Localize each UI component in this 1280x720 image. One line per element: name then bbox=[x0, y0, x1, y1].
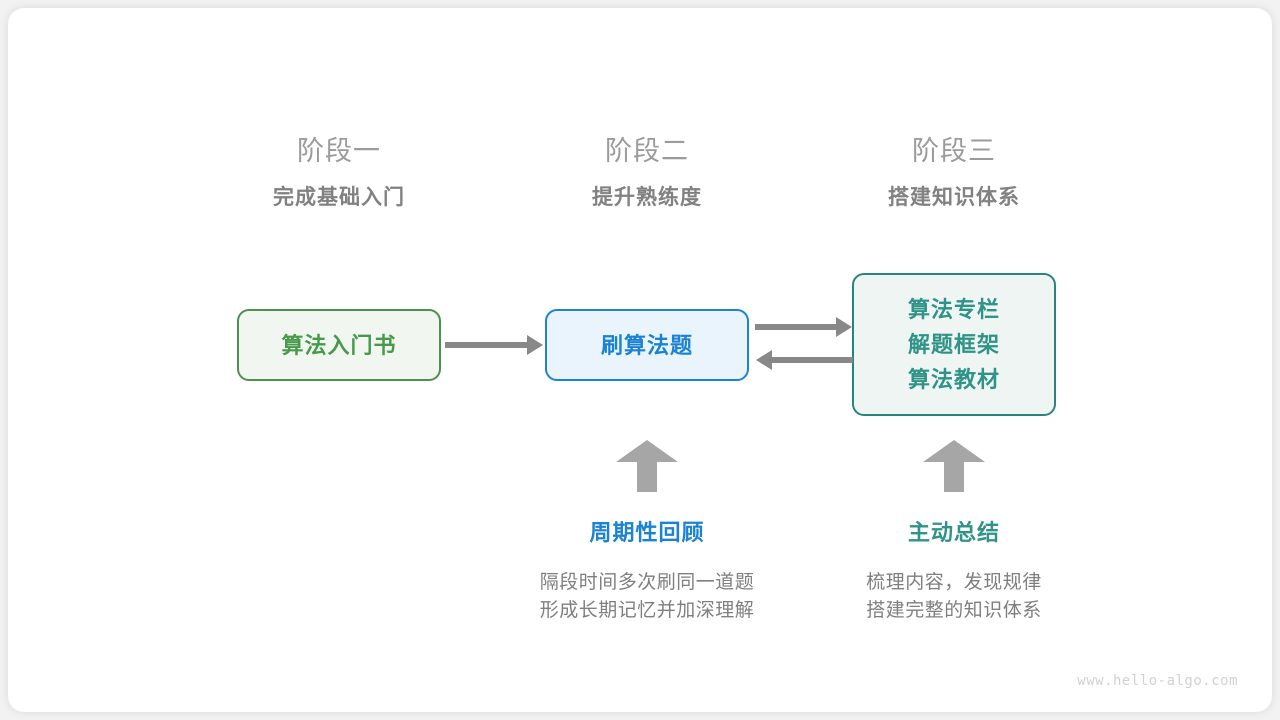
annotation-periodic-review: 周期性回顾 隔段时间多次刷同一道题 形成长期记忆并加深理解 bbox=[482, 518, 812, 625]
annotation-review-desc: 隔段时间多次刷同一道题 形成长期记忆并加深理解 bbox=[482, 569, 812, 625]
node-book-line-1: 算法入门书 bbox=[281, 332, 397, 358]
stage-title-2: 阶段二 bbox=[605, 136, 689, 166]
arrow-problems-to-resources-icon bbox=[755, 317, 852, 337]
node-algorithm-intro-book: 算法入门书 bbox=[237, 309, 441, 381]
node-resources-line-1: 算法专栏 bbox=[907, 297, 1000, 322]
arrow-up-review-head bbox=[616, 440, 678, 462]
stage-heading-3: 阶段三 搭建知识体系 bbox=[824, 134, 1084, 213]
stage-title-1: 阶段一 bbox=[297, 136, 381, 166]
node-resources-line-3: 算法教材 bbox=[907, 367, 1000, 392]
annotation-review-desc-line-1: 隔段时间多次刷同一道题 bbox=[539, 572, 755, 593]
arrow-resources-to-problems-icon bbox=[756, 350, 853, 370]
arrow-up-review-shaft bbox=[637, 458, 657, 492]
arrow-up-summary-head bbox=[923, 440, 985, 462]
stage-subtitle-3: 搭建知识体系 bbox=[888, 186, 1020, 209]
arrow-book-to-problems-icon bbox=[445, 335, 543, 355]
node-resources-line-2: 解题框架 bbox=[907, 332, 1000, 357]
node-problems-line-1: 刷算法题 bbox=[600, 332, 693, 358]
annotation-review-desc-line-2: 形成长期记忆并加深理解 bbox=[539, 600, 755, 621]
arrow-up-review-icon bbox=[616, 440, 678, 492]
stage-subtitle-1: 完成基础入门 bbox=[273, 186, 405, 209]
stage-subtitle-2: 提升熟练度 bbox=[592, 186, 702, 209]
annotation-summary-desc-line-2: 搭建完整的知识体系 bbox=[866, 600, 1042, 621]
annotation-summary-desc-line-1: 梳理内容，发现规律 bbox=[866, 572, 1042, 593]
arrow-up-summary-shaft bbox=[944, 458, 964, 492]
watermark: www.hello-algo.com bbox=[1077, 673, 1238, 689]
node-practice-problems: 刷算法题 bbox=[545, 309, 749, 381]
stage-heading-2: 阶段二 提升熟练度 bbox=[517, 134, 777, 213]
stage-heading-1: 阶段一 完成基础入门 bbox=[209, 134, 469, 213]
stage-title-3: 阶段三 bbox=[912, 136, 996, 166]
annotation-active-summary: 主动总结 梳理内容，发现规律 搭建完整的知识体系 bbox=[789, 518, 1119, 625]
annotation-summary-title: 主动总结 bbox=[907, 520, 1000, 545]
annotation-review-title: 周期性回顾 bbox=[589, 520, 705, 545]
diagram-card: 阶段一 完成基础入门 阶段二 提升熟练度 阶段三 搭建知识体系 算法入门书 刷算… bbox=[8, 8, 1272, 712]
arrow-up-summary-icon bbox=[923, 440, 985, 492]
node-learning-resources: 算法专栏 解题框架 算法教材 bbox=[852, 273, 1056, 416]
annotation-summary-desc: 梳理内容，发现规律 搭建完整的知识体系 bbox=[789, 569, 1119, 625]
